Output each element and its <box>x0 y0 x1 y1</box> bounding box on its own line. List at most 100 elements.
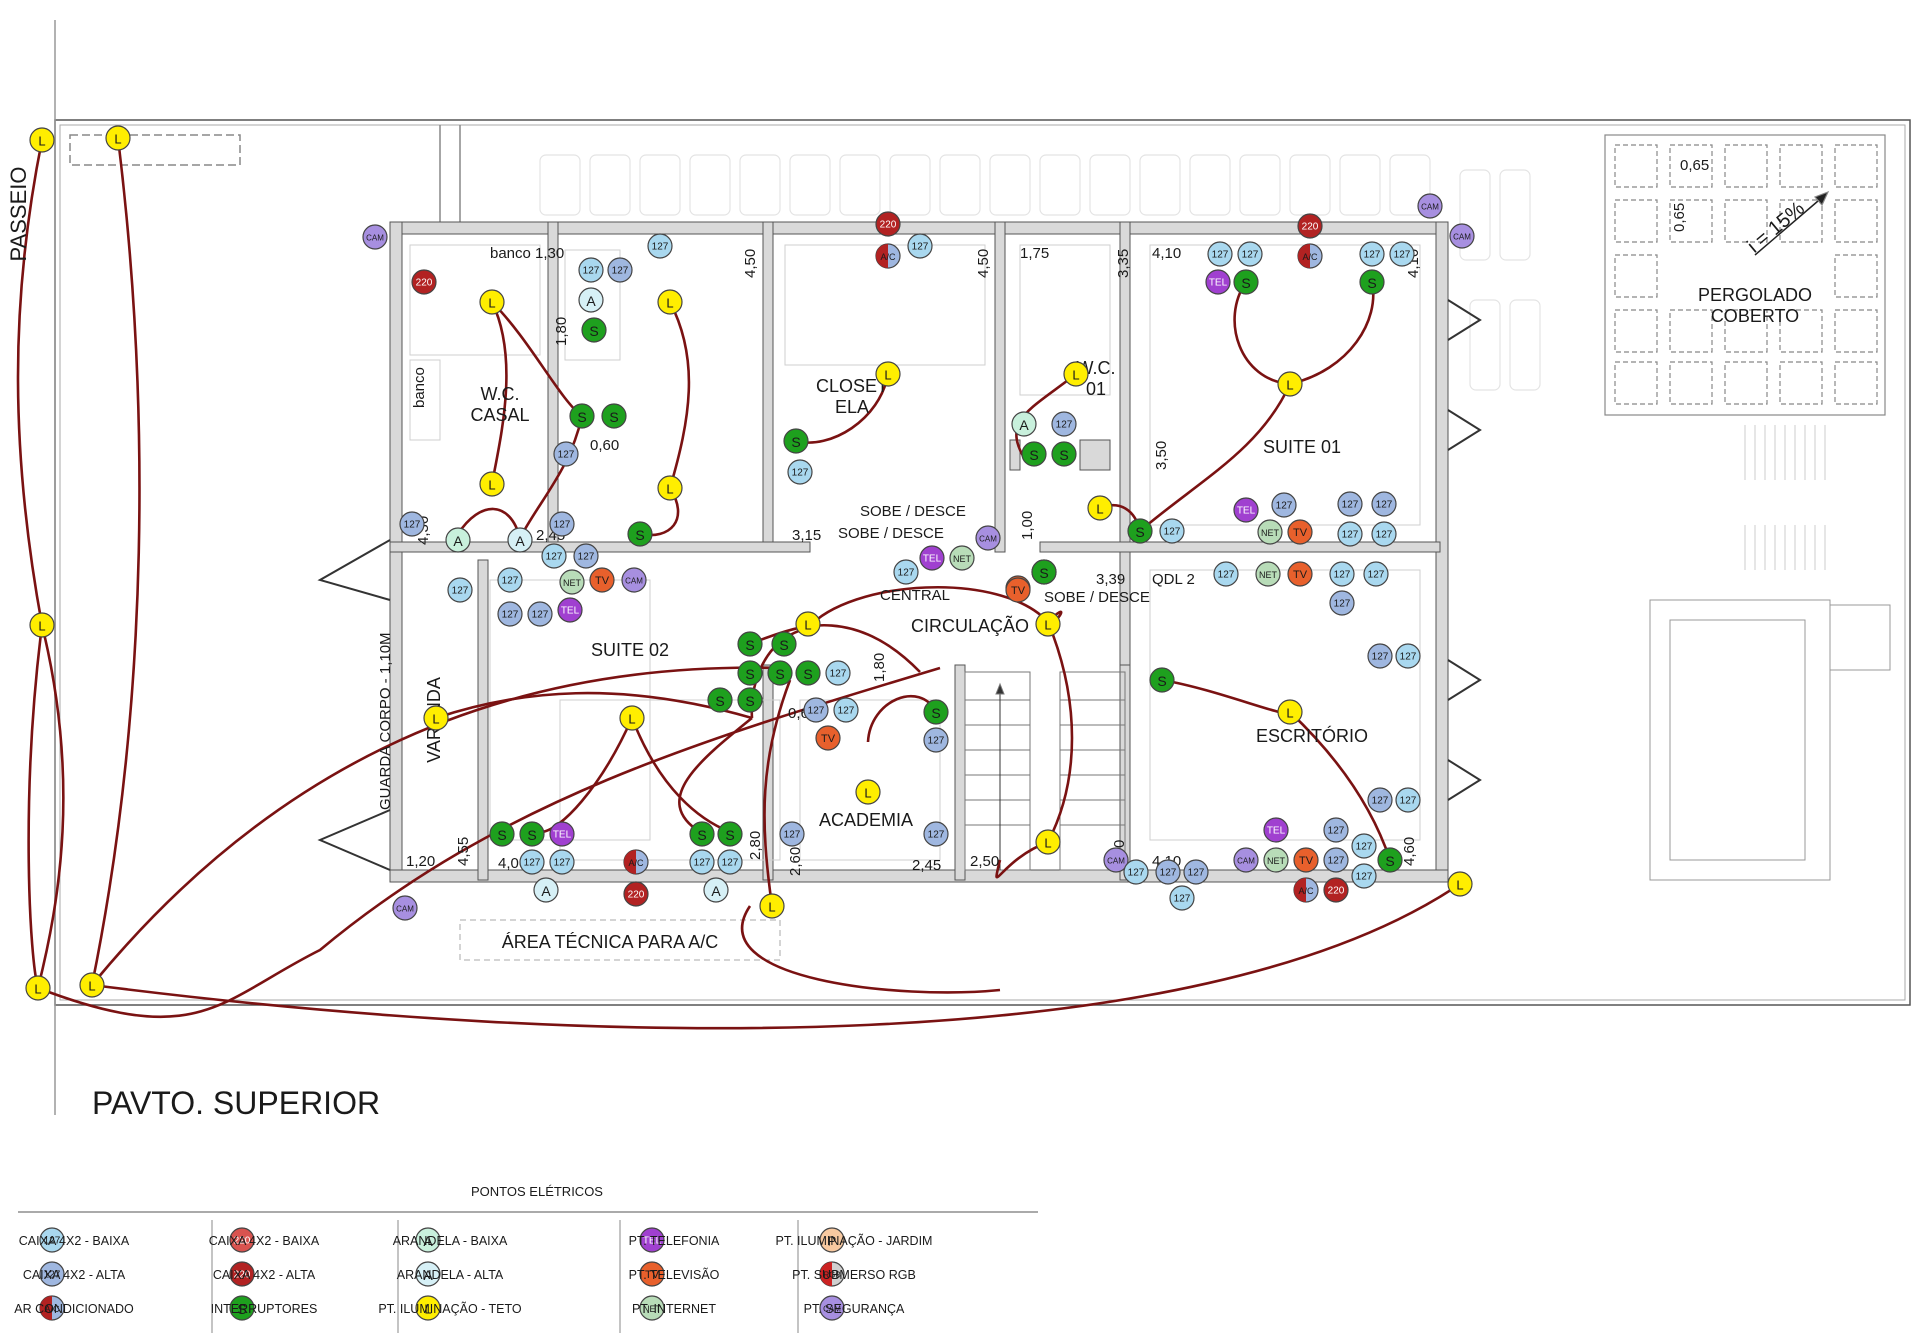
internet-icon: NET <box>949 545 975 571</box>
dim: 4,55 <box>455 837 472 866</box>
svg-text:127: 127 <box>784 830 801 841</box>
interruptor-icon: S <box>1021 441 1047 467</box>
cx_alta-icon: 127 <box>1051 411 1077 437</box>
dim: 0,65 <box>1680 157 1709 174</box>
cx_alta-icon: 127 <box>1323 817 1349 843</box>
svg-text:L: L <box>768 900 775 915</box>
svg-text:S: S <box>577 409 586 425</box>
cx_alta-icon: 127 <box>803 697 829 723</box>
svg-text:127: 127 <box>898 568 915 579</box>
legend-rgb-icon: RGB <box>819 1261 845 1287</box>
interruptor-icon: S <box>519 821 545 847</box>
svg-text:S: S <box>779 637 788 653</box>
interruptor-icon: S <box>1127 518 1153 544</box>
svg-text:S: S <box>791 434 800 450</box>
svg-text:L: L <box>114 132 121 147</box>
legend-arandela_baixa-icon: A <box>415 1227 441 1253</box>
telefone-icon: TEL <box>919 545 945 571</box>
svg-text:NET: NET <box>1267 856 1286 866</box>
svg-text:220: 220 <box>628 890 645 901</box>
cx_baixa-icon: 127 <box>549 849 575 875</box>
interruptor-icon: S <box>771 631 797 657</box>
legend-label: INTERRUPTORES <box>211 1302 318 1316</box>
svg-text:S: S <box>725 827 734 843</box>
dim: 1,30 <box>535 245 564 262</box>
legend-label: PT. TELEVISÃO <box>629 1268 720 1282</box>
cx220_alta-icon: 220 <box>1323 877 1349 903</box>
exterior-openings <box>317 299 1482 871</box>
svg-text:L: L <box>1286 378 1293 393</box>
svg-text:A/C: A/C <box>628 858 644 868</box>
svg-text:127: 127 <box>554 520 571 531</box>
svg-text:S: S <box>697 827 706 843</box>
dim: 2,60 <box>787 847 804 876</box>
svg-text:S: S <box>1029 447 1038 463</box>
arandela_alta-icon: A <box>578 287 604 313</box>
svg-text:TEL: TEL <box>643 1236 662 1247</box>
svg-text:220: 220 <box>416 278 433 289</box>
svg-text:127: 127 <box>722 858 739 869</box>
svg-text:A: A <box>515 533 525 549</box>
svg-text:S: S <box>1385 853 1394 869</box>
internet-icon: NET <box>1255 561 1281 587</box>
svg-text:A: A <box>423 1267 433 1283</box>
cx_alta-icon: 127 <box>1367 787 1393 813</box>
svg-text:P: P <box>828 1234 837 1249</box>
svg-text:TV: TV <box>821 733 836 745</box>
annotations: banco banco SOBE / DESCE SOBE / DESCE SO… <box>377 245 1195 810</box>
svg-text:S: S <box>497 827 506 843</box>
cx_alta-icon: 127 <box>553 441 579 467</box>
svg-text:127: 127 <box>452 586 469 597</box>
right-side-elements <box>1649 425 1891 881</box>
cx_alta-icon: 127 <box>497 601 523 627</box>
svg-text:127: 127 <box>524 858 541 869</box>
svg-text:127: 127 <box>830 669 847 680</box>
telefone-icon: TEL <box>1263 817 1289 843</box>
room-escritorio: ESCRITÓRIO <box>1256 725 1368 746</box>
cx220_alta-icon: 220 <box>623 881 649 907</box>
svg-text:CAM: CAM <box>625 577 643 586</box>
pergolado <box>1604 134 1886 416</box>
interruptor-icon: S <box>737 687 763 713</box>
dim: 2,50 <box>970 853 999 870</box>
svg-text:TEL: TEL <box>923 554 942 565</box>
annotation-guarda-corpo: GUARDA CORPO - 1,10M <box>377 632 394 810</box>
svg-text:L: L <box>88 979 95 994</box>
interruptor-icon: S <box>767 660 793 686</box>
annotation-banco-2: banco <box>411 367 428 408</box>
svg-text:CAM: CAM <box>1421 203 1439 212</box>
dim: 1,20 <box>406 853 435 870</box>
iluminacao-icon: L <box>1035 829 1061 855</box>
dimension-labels: 1,30 4,50 4,50 1,75 3,35 4,10 4,10 1,80 … <box>406 157 1709 876</box>
dim: 1,80 <box>553 317 570 346</box>
seguranca-icon: CAM <box>975 525 1001 551</box>
cx_baixa-icon: 127 <box>825 660 851 686</box>
ac-icon: A/C <box>623 849 649 875</box>
cx220_alta-icon: 220 <box>411 269 437 295</box>
cx_baixa-icon: 127 <box>578 257 604 283</box>
site-outline <box>54 20 1911 1115</box>
seguranca-icon: CAM <box>1233 847 1259 873</box>
interruptor-icon: S <box>489 821 515 847</box>
cx_baixa-icon: 127 <box>1351 833 1377 859</box>
svg-text:220: 220 <box>1302 222 1319 233</box>
svg-text:TV: TV <box>1299 855 1314 867</box>
cx_alta-icon: 127 <box>549 511 575 537</box>
svg-text:127: 127 <box>1342 530 1359 541</box>
svg-text:TEL: TEL <box>1237 506 1256 517</box>
tv-icon: TV <box>1005 577 1031 603</box>
svg-text:TEL: TEL <box>1267 826 1286 837</box>
svg-text:127: 127 <box>1368 570 1385 581</box>
iluminacao-icon: L <box>1447 871 1473 897</box>
svg-text:127: 127 <box>928 736 945 747</box>
legend-label: PT. ILUMINAÇÃO - JARDIM <box>776 1234 933 1248</box>
seguranca-icon: CAM <box>1417 193 1443 219</box>
dim: 1,75 <box>1020 245 1049 262</box>
svg-text:127: 127 <box>1056 420 1073 431</box>
telefone-icon: TEL <box>557 597 583 623</box>
legend-label: ARANDELA - ALTA <box>397 1268 504 1282</box>
svg-text:127: 127 <box>532 610 549 621</box>
svg-text:A: A <box>586 293 596 309</box>
